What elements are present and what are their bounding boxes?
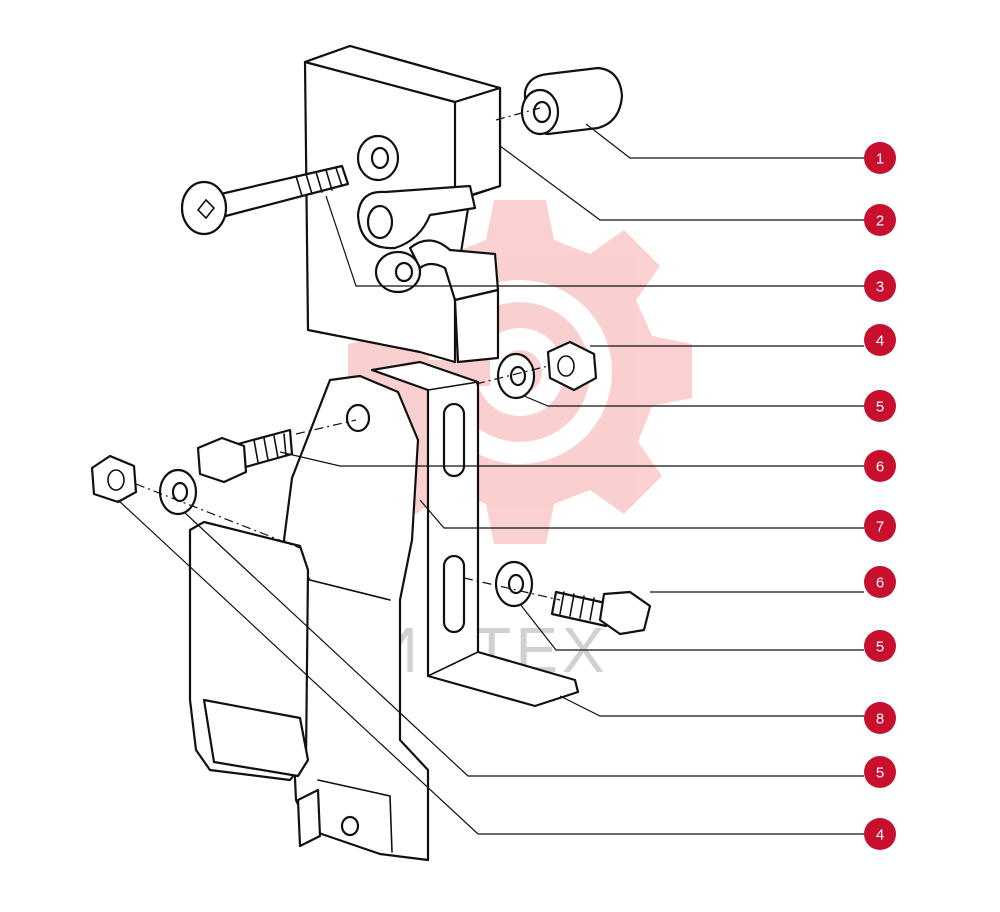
callout-circle bbox=[864, 270, 896, 302]
callout-circle bbox=[864, 566, 896, 598]
hardware-top-right bbox=[496, 340, 598, 400]
hardware-left bbox=[90, 454, 198, 516]
callout-label: 6 bbox=[876, 459, 884, 476]
callout-8: 6 bbox=[864, 566, 896, 598]
callout-label: 7 bbox=[876, 519, 884, 536]
callout-circle bbox=[864, 142, 896, 174]
callout-10: 8 bbox=[864, 702, 896, 734]
callout-2: 2 bbox=[864, 204, 896, 236]
callout-1: 1 bbox=[864, 142, 896, 174]
sleeve bbox=[520, 66, 624, 136]
bracket-plate bbox=[370, 360, 580, 708]
callout-circle bbox=[864, 510, 896, 542]
callout-markers: 1 2 3 4 5 6 7 6 5 8 5 4 bbox=[864, 142, 896, 850]
callout-circle bbox=[864, 756, 896, 788]
callout-label: 2 bbox=[876, 213, 884, 230]
callout-label: 5 bbox=[876, 639, 884, 656]
callout-circle bbox=[864, 818, 896, 850]
callout-label: 1 bbox=[876, 151, 884, 168]
hex-bolt-upper bbox=[196, 428, 294, 484]
callout-circle bbox=[864, 450, 896, 482]
callout-label: 6 bbox=[876, 575, 884, 592]
callout-9: 5 bbox=[864, 630, 896, 662]
callout-label: 4 bbox=[876, 333, 884, 350]
striker-housing bbox=[188, 374, 430, 862]
callout-circle bbox=[864, 390, 896, 422]
callout-12: 4 bbox=[864, 818, 896, 850]
callout-label: 3 bbox=[876, 279, 884, 296]
callout-7: 7 bbox=[864, 510, 896, 542]
latch-body bbox=[303, 44, 502, 364]
hex-bolt-lower bbox=[494, 560, 652, 636]
callout-circle bbox=[864, 204, 896, 236]
callout-circle bbox=[864, 630, 896, 662]
callout-11: 5 bbox=[864, 756, 896, 788]
callout-circle bbox=[864, 702, 896, 734]
leader-lines bbox=[117, 123, 864, 835]
callout-circle bbox=[864, 324, 896, 356]
callout-label: 8 bbox=[876, 711, 884, 728]
callout-6: 6 bbox=[864, 450, 896, 482]
callout-label: 4 bbox=[876, 827, 884, 844]
callout-label: 5 bbox=[876, 399, 884, 416]
callout-4: 4 bbox=[864, 324, 896, 356]
centre-axes bbox=[135, 107, 561, 601]
countersunk-bolt bbox=[180, 164, 350, 236]
callout-label: 5 bbox=[876, 765, 884, 782]
callout-3: 3 bbox=[864, 270, 896, 302]
callout-5: 5 bbox=[864, 390, 896, 422]
